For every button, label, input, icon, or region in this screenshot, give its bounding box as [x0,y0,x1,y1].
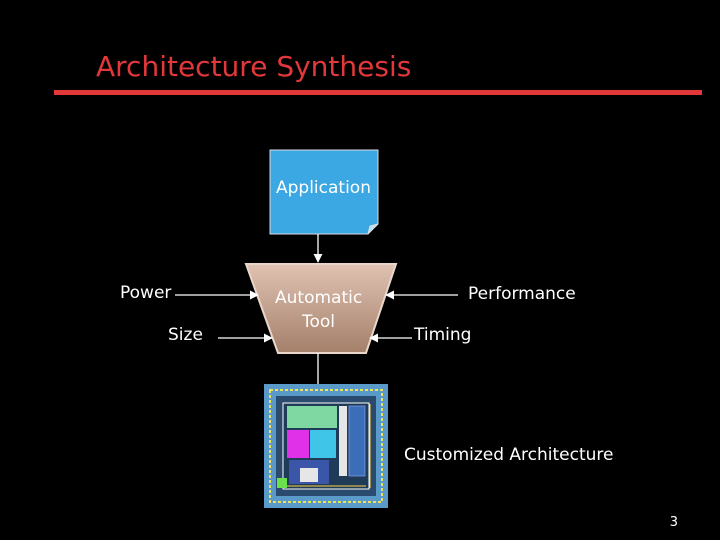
performance-label: Performance [468,284,576,304]
timing-label: Timing [414,325,472,345]
title-underline [54,90,702,95]
application-label: Application [276,178,371,198]
automatic-tool-funnel [244,263,398,354]
tool-label-line-1: Automatic [275,288,363,308]
chip-layout-image [264,384,388,508]
slide-title: Architecture Synthesis [96,50,412,83]
page-number: 3 [669,515,678,530]
customized-architecture-label: Customized Architecture [404,445,614,465]
size-label: Size [168,325,203,345]
tool-label-line-2: Tool [302,312,336,332]
power-label: Power [120,283,172,303]
application-document [269,149,379,235]
